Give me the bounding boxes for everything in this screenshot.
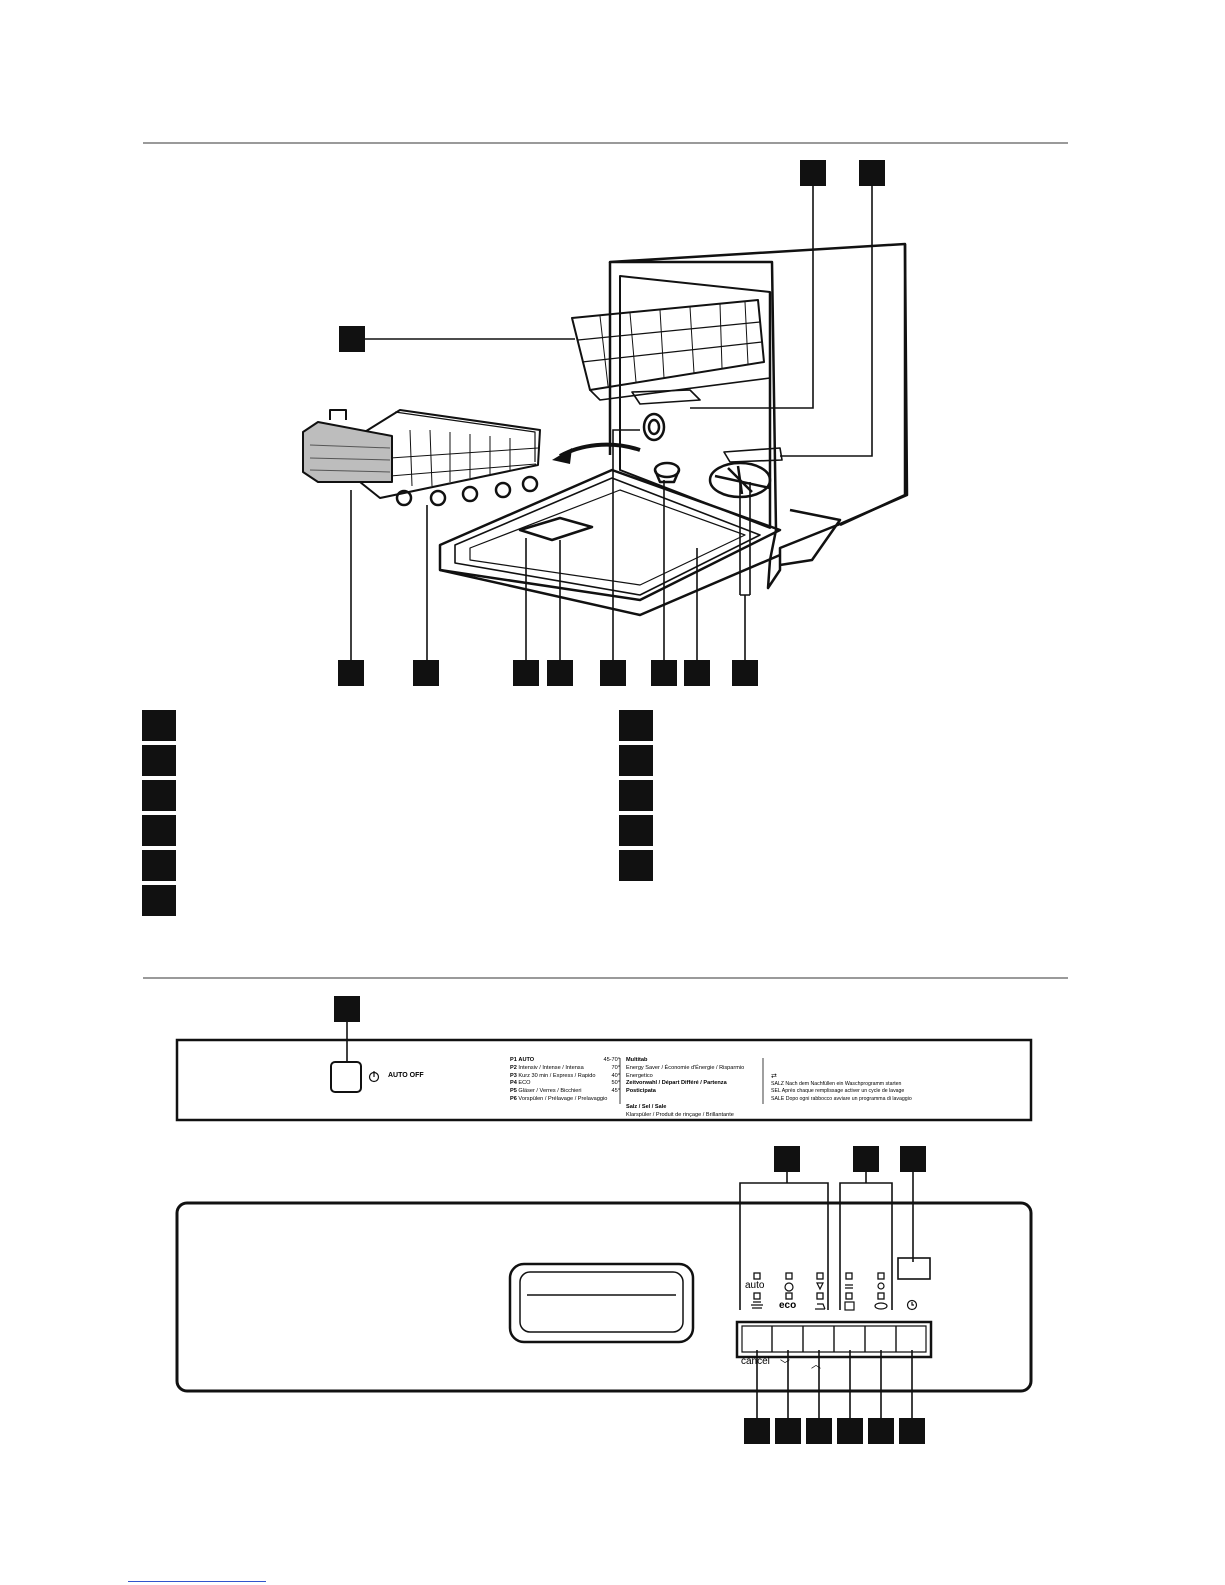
prewash-icon (815, 1303, 826, 1310)
upper-basket (571, 299, 765, 391)
legend-badge (142, 850, 176, 881)
callout-badge (413, 660, 439, 686)
multitab-button[interactable] (835, 1327, 864, 1352)
callout-badge (806, 1418, 832, 1444)
callout-badge (339, 326, 365, 352)
option-row: Energy Saver / Économie d'Énergie / Risp… (626, 1064, 745, 1079)
callout-badge (732, 660, 758, 686)
program-row: P6 Vorspülen / Prélavage / Prelavaggio (510, 1095, 608, 1102)
dishwasher-illustration (302, 185, 909, 663)
callout-badge (513, 660, 539, 686)
callout-badge (859, 160, 885, 186)
cabinet-body (608, 242, 909, 590)
callout-badge (899, 1418, 925, 1444)
legend-badge (142, 885, 176, 916)
callout-badge (775, 1418, 801, 1444)
callout-badge (900, 1146, 926, 1172)
salt-indicator-icon (845, 1284, 853, 1289)
cancel-label: cancel (741, 1356, 770, 1367)
callout-badge (338, 660, 364, 686)
callout-badge (684, 660, 710, 686)
salt-note: SEL Après chaque remplissage activer un … (771, 1088, 905, 1095)
chevron-up-icon: ︿ (811, 1360, 821, 1371)
cutlery-basket (302, 421, 393, 483)
delay-display (897, 1257, 931, 1280)
option-row: Salz / Sel / Sale (626, 1103, 667, 1110)
footer-underline (128, 1581, 266, 1582)
salt-note: SALE Dopo ogni rabbocco avviare un progr… (771, 1095, 912, 1102)
options-list: Multitab Energy Saver / Économie d'Énerg… (626, 1057, 756, 1119)
top-panel-illustration (175, 1022, 1033, 1122)
salt-notes: ⇄ SALZ Nach dem Nachfüllen ein Waschprog… (771, 1073, 912, 1103)
up-button[interactable] (804, 1327, 833, 1352)
salt-container (642, 412, 666, 442)
salt-note: SALZ Nach dem Nachfüllen ein Waschprogra… (771, 1080, 902, 1087)
multitab-icon (844, 1301, 855, 1311)
energy-saver-button[interactable] (866, 1327, 895, 1352)
legend-badge (619, 780, 653, 811)
auto-indicator-label: auto (745, 1280, 765, 1291)
half-load-icon (784, 1282, 794, 1292)
auto-off-label: AUTO OFF (388, 1072, 424, 1079)
legend-badge (142, 815, 176, 846)
legend-badge (142, 780, 176, 811)
cancel-button[interactable] (743, 1327, 771, 1352)
callout-badge (800, 160, 826, 186)
callout-badge (744, 1418, 770, 1444)
power-button (330, 1061, 362, 1093)
intensive-icon (751, 1301, 763, 1309)
legend-badge (619, 850, 653, 881)
door-panel (438, 468, 782, 602)
detergent-dispenser (518, 516, 594, 542)
legend-badge (619, 745, 653, 776)
callout-badge (651, 660, 677, 686)
callout-badge (837, 1418, 863, 1444)
callout-badge (547, 660, 573, 686)
down-button[interactable] (773, 1327, 802, 1352)
section-divider-middle (143, 977, 1068, 979)
glass-icon (816, 1282, 824, 1291)
energy-saver-icon (874, 1302, 888, 1310)
chevron-down-icon: ﹀ (780, 1360, 790, 1371)
delay-start-button[interactable] (897, 1327, 925, 1352)
eco-indicator-label: eco (779, 1300, 797, 1311)
clock-icon (906, 1299, 918, 1311)
callout-badge (600, 660, 626, 686)
rinse-aid-icon (877, 1282, 885, 1290)
legend-badge (619, 815, 653, 846)
option-row: Zeitvorwahl / Départ Différé / Partenza … (626, 1080, 727, 1095)
salt-icon: ⇄ (771, 1073, 777, 1080)
legend-badge (142, 710, 176, 741)
legend-badge (142, 745, 176, 776)
section-divider-top (143, 142, 1068, 144)
callout-badge (774, 1146, 800, 1172)
callout-badge (853, 1146, 879, 1172)
callout-badge (868, 1418, 894, 1444)
legend-badge (619, 710, 653, 741)
door-handle (508, 1262, 695, 1344)
option-row: Multitab (626, 1057, 648, 1063)
option-row: Klarspüler / Produit de rinçage / Brilla… (626, 1111, 734, 1118)
callout-badge (334, 996, 360, 1022)
